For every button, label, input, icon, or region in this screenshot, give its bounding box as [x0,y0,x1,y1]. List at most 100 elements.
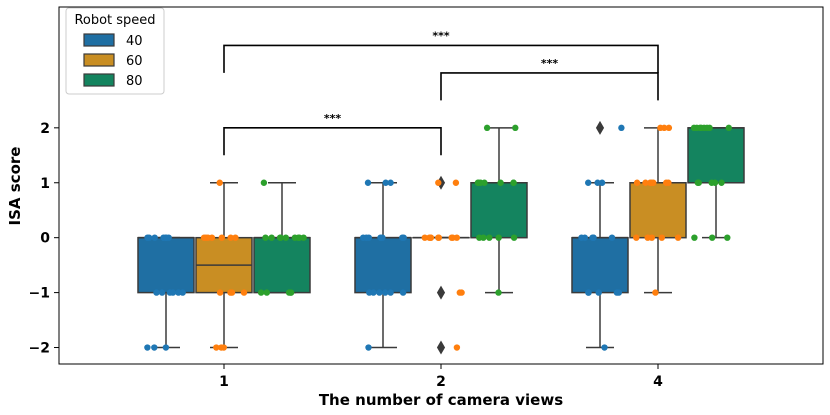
data-point [158,289,166,296]
legend-swatch-40 [83,33,115,47]
legend-title: Robot speed [74,13,155,28]
legend-label-80: 80 [126,74,143,89]
data-point [618,124,625,132]
data-point [725,124,732,132]
x-tick-label: 2 [436,374,446,390]
box-group-80-2 [470,127,528,294]
data-point [658,234,665,241]
data-point [291,234,299,241]
data-point [476,234,483,241]
box [354,236,412,294]
box [571,236,629,294]
data-point [240,289,248,296]
box-group-60-1 [195,182,253,349]
data-point [364,179,372,186]
data-point [453,234,460,241]
data-point [613,289,621,296]
data-point [665,124,673,132]
data-point [216,179,223,186]
data-point [427,234,435,241]
data-point [232,234,239,241]
significance-bracket: *** [440,57,659,101]
data-point [718,179,725,186]
legend-swatch-60 [83,53,115,67]
data-point [594,179,601,186]
data-point [400,234,407,241]
y-tick-label: −2 [29,341,50,357]
data-point [162,344,170,351]
data-point [452,179,460,186]
significance-label: *** [541,57,559,70]
data-point [163,234,170,241]
data-point [377,234,384,241]
y-axis-title: ISA score [6,147,24,226]
legend-swatch-80 [83,73,115,87]
data-point [285,289,293,296]
data-point [260,179,268,186]
data-point [399,289,407,296]
data-point [585,289,592,296]
significance-label: *** [324,112,342,125]
data-point [216,289,224,296]
data-point [382,289,389,296]
box-group-60-4 [629,127,687,294]
data-point [387,289,394,296]
data-point [595,289,602,296]
data-point [578,234,585,241]
data-point [175,289,182,296]
data-point [690,124,698,132]
data-point [144,234,151,241]
points-40-2 [360,179,407,351]
data-point [486,234,493,241]
x-tick-label: 4 [653,374,663,390]
legend: Robot speed 40 60 80 [65,7,165,95]
outlier-marker [595,120,605,135]
points-60-1 [200,179,248,351]
legend-frame [65,7,165,95]
data-point [376,289,383,296]
data-point [598,179,606,186]
data-point [144,344,151,351]
data-point [277,234,284,241]
points-80-1 [257,179,307,296]
legend-label-60: 60 [126,54,143,69]
data-point [151,234,158,241]
data-point [633,179,641,186]
data-point [652,289,659,296]
y-tick-label: 0 [40,231,50,247]
data-point [642,179,649,186]
data-point [151,344,158,351]
data-point [218,234,225,241]
data-point [711,179,719,186]
data-point [370,289,377,296]
data-point [296,234,303,241]
data-point [387,179,394,186]
data-point [435,234,442,241]
y-tick-label: −1 [29,286,50,302]
legend-label-40: 40 [126,34,143,49]
data-point [262,234,269,241]
y-tick-label: 1 [40,176,50,192]
bracket-line [223,127,442,156]
points-80-2 [474,124,519,296]
box-group-80-4 [687,127,745,239]
data-point [608,234,616,241]
bracket-line [440,72,659,101]
x-tick-label: 1 [219,374,229,390]
points-40-1 [144,234,186,351]
bracket-line [223,44,659,73]
data-point [382,179,389,186]
data-point [510,234,518,241]
plot-layer: ********* [137,29,745,355]
data-point [227,234,234,241]
data-point [657,124,664,132]
data-point [674,234,682,241]
data-point [695,179,702,186]
data-point [153,289,160,296]
significance-bracket: *** [223,112,442,156]
data-point [257,289,265,296]
box [629,182,687,239]
data-point [497,179,504,186]
